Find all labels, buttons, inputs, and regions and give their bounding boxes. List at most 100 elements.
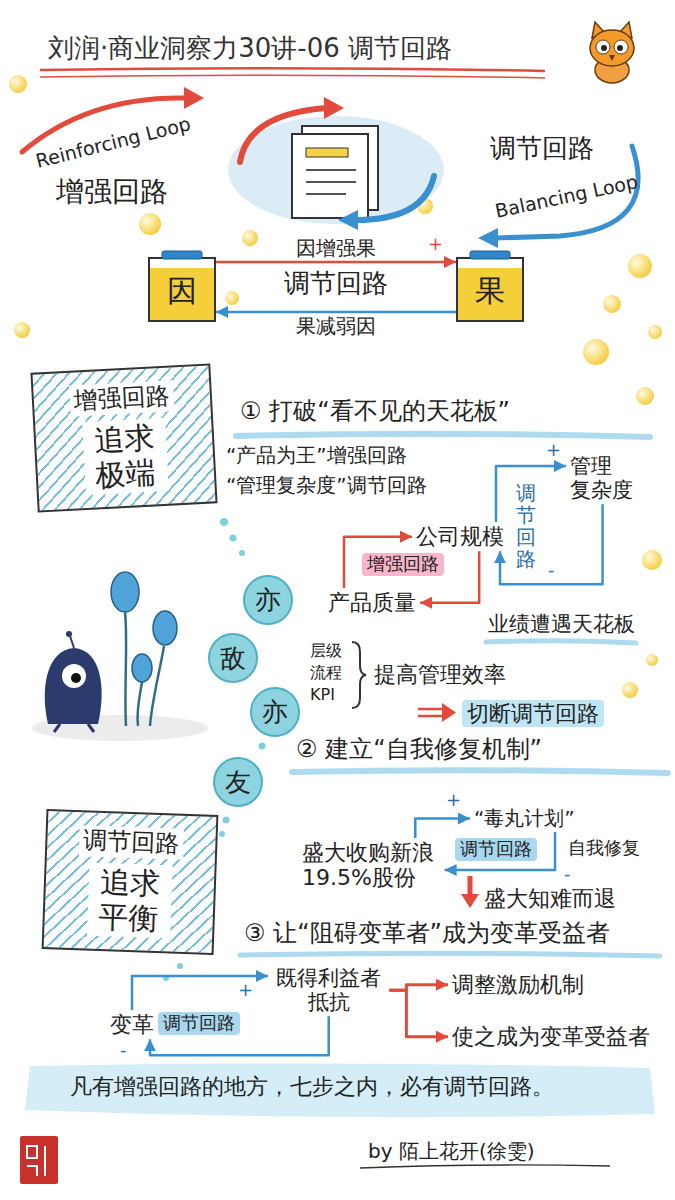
connector xyxy=(445,832,555,870)
creature-feet xyxy=(54,724,94,732)
loop-name: 调节回路 xyxy=(284,269,388,299)
arrow-head xyxy=(478,228,498,248)
bulb xyxy=(132,654,152,682)
connector xyxy=(500,504,603,584)
connector-label: 因增强果 xyxy=(293,237,379,260)
polarity-sign: + xyxy=(446,790,461,811)
node-text: 亦 xyxy=(255,583,281,618)
stem xyxy=(125,612,126,726)
bubble xyxy=(242,230,258,246)
bubble xyxy=(636,387,654,405)
node-text: 管理 复杂度 xyxy=(570,454,635,502)
signature-underline xyxy=(360,1165,610,1168)
polarity-sign: - xyxy=(564,864,571,885)
connector xyxy=(216,261,456,264)
card-text: 增强回路 xyxy=(69,380,175,417)
cycle-arrow xyxy=(356,176,434,220)
bubble xyxy=(648,325,662,339)
cycle-arrow xyxy=(240,108,326,162)
jar-neck xyxy=(458,259,522,268)
document-bar xyxy=(306,148,348,157)
connector-label: 果减弱因 xyxy=(293,315,379,338)
connector xyxy=(216,311,456,314)
bulb xyxy=(111,572,139,612)
list-item: 流程 xyxy=(310,664,342,682)
bubble xyxy=(9,75,27,93)
brace xyxy=(352,642,366,708)
seal-stamp xyxy=(20,1136,58,1184)
circle-char: 亦 xyxy=(242,574,294,626)
loop-tag: 调节回路 xyxy=(455,838,537,861)
card-text: 追求 平衡 xyxy=(87,863,172,939)
antenna xyxy=(70,636,74,648)
jar-body xyxy=(149,258,215,321)
bubble xyxy=(225,291,239,305)
bubble xyxy=(583,339,609,365)
polarity-sign: + xyxy=(428,234,443,255)
action-node: 调整激励机制 xyxy=(448,970,588,999)
arrow-head xyxy=(338,210,358,230)
jar-neck xyxy=(150,259,214,268)
double-arrow xyxy=(418,709,446,716)
loop-node: 管理 复杂度 xyxy=(566,452,639,504)
circle-fill xyxy=(214,758,262,806)
node-text: 亦 xyxy=(262,695,288,730)
node-text: “毒丸计划” xyxy=(474,807,575,830)
loop-node: 公司规模 xyxy=(412,522,508,551)
circle-fill xyxy=(209,634,257,682)
loop-node: 盛大收购新浪 19.5%股份 xyxy=(298,838,445,893)
stem xyxy=(150,646,164,726)
loop-name: 调节回路 xyxy=(490,134,594,164)
circle-fill xyxy=(251,688,299,736)
title-underline xyxy=(40,75,545,78)
polarity-sign: + xyxy=(238,980,253,1001)
owl-eye xyxy=(614,40,628,54)
cause-jar: 因 xyxy=(148,250,216,322)
plant-illustration xyxy=(32,572,208,741)
annotation: 业绩遭遇天花板 xyxy=(488,612,635,636)
owl-head xyxy=(590,30,634,66)
connector xyxy=(389,990,448,1037)
signature: by 陌上花开(徐雯) xyxy=(368,1140,535,1163)
loop-tag: 增强回路 xyxy=(362,553,444,576)
note-card: 调节回路追求 平衡 xyxy=(42,809,219,955)
stem xyxy=(137,682,142,726)
dot xyxy=(259,743,266,750)
dot xyxy=(220,518,228,526)
document-page xyxy=(292,134,368,218)
bubble xyxy=(14,322,30,338)
node-text: 友 xyxy=(225,765,251,800)
highlight-stroke xyxy=(240,953,660,956)
bubble xyxy=(622,682,638,698)
annotation: 自我修复 xyxy=(568,838,640,859)
list-item: 层级 xyxy=(310,642,342,660)
section-heading: ① 打破“看不见的天花板” xyxy=(240,398,510,426)
jar-cap xyxy=(162,251,202,259)
jar-body xyxy=(457,258,523,321)
circle-char: 友 xyxy=(212,756,264,808)
annotation: “产品为王”增强回路 xyxy=(226,444,407,467)
bubbles xyxy=(9,75,662,698)
bubble xyxy=(646,654,658,666)
creature-body xyxy=(45,648,102,724)
circle-fill xyxy=(244,576,292,624)
owl-mascot xyxy=(590,22,634,83)
bulb xyxy=(153,611,177,645)
quote: 凡有增强回路的地方，七步之内，必有调节回路。 xyxy=(70,1074,554,1099)
node-text: 产品质量 xyxy=(328,590,416,615)
jar-cap xyxy=(470,251,510,259)
connector xyxy=(132,976,268,1010)
owl-pupil xyxy=(601,45,607,51)
owl-eye xyxy=(596,40,610,54)
owl-beak xyxy=(609,55,615,61)
arrow-head xyxy=(461,894,479,908)
seal-marks xyxy=(27,1146,45,1176)
effect-jar: 果 xyxy=(456,250,524,322)
bubble xyxy=(628,254,652,278)
arrow-head xyxy=(442,703,456,722)
list-item: KPI xyxy=(310,686,335,704)
document-lines xyxy=(306,170,356,194)
bubble xyxy=(603,295,621,313)
polarity-sign: + xyxy=(546,440,561,461)
